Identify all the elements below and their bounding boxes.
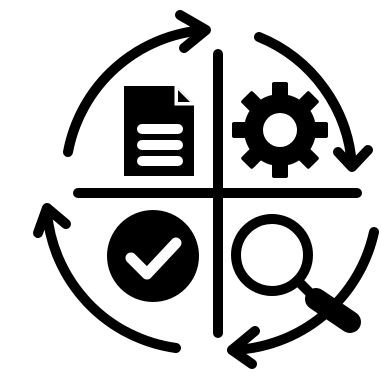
quadrant-divider <box>73 49 362 338</box>
check-circle-icon <box>107 210 199 302</box>
document-icon <box>124 86 194 176</box>
gear-icon <box>232 82 328 178</box>
cycle-arrow-right <box>254 32 373 172</box>
cycle-arrow-left <box>33 203 181 353</box>
cycle-arrow-top <box>63 10 211 157</box>
magnifier-icon <box>231 214 361 333</box>
